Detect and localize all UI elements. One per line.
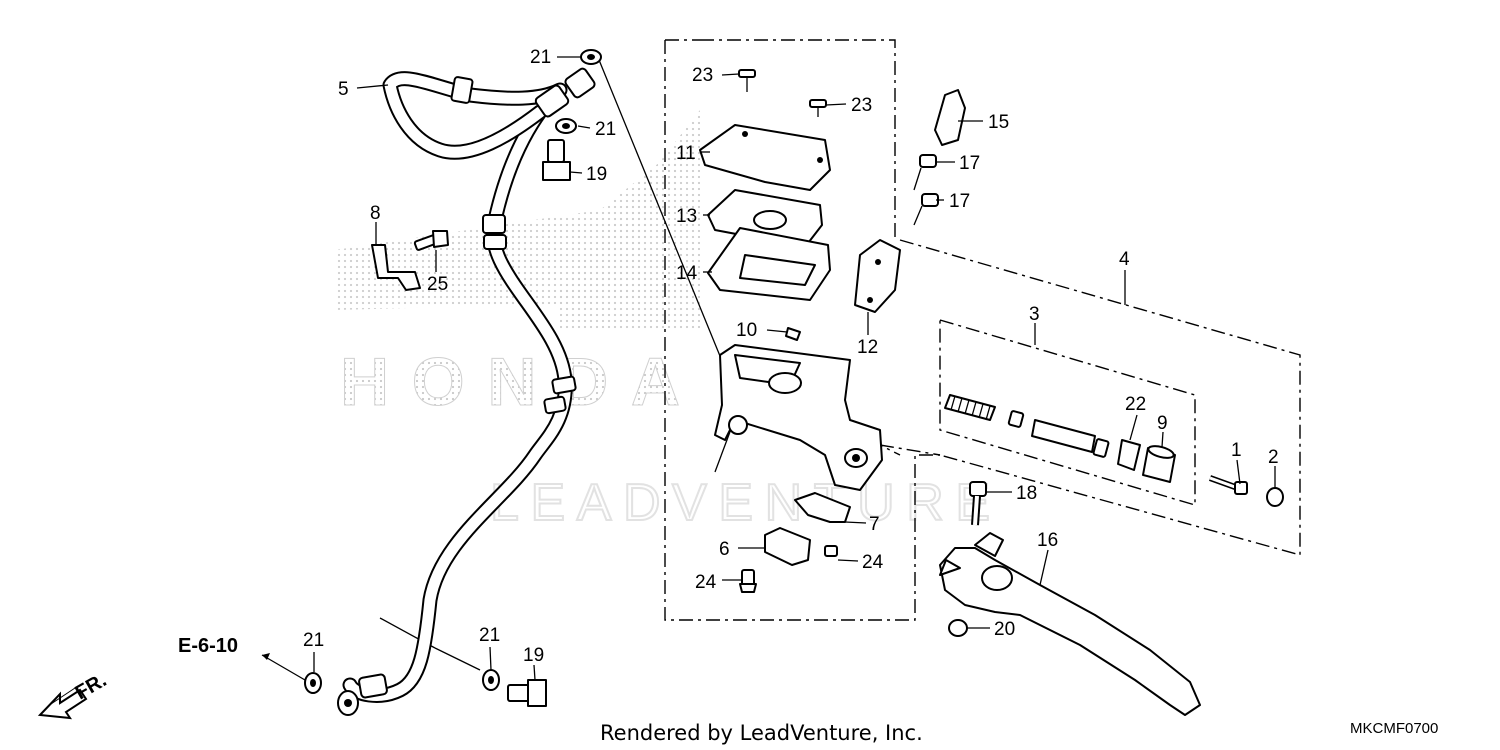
lever-holder xyxy=(854,89,966,313)
label-15: 15 xyxy=(988,112,1009,133)
label-19a: 19 xyxy=(586,164,607,185)
pivot-pin xyxy=(1208,475,1284,507)
label-24a: 24 xyxy=(695,572,717,593)
label-1: 1 xyxy=(1231,440,1242,461)
master-cylinder-body xyxy=(714,344,883,491)
label-9: 9 xyxy=(1157,413,1168,434)
label-21d: 21 xyxy=(479,625,500,646)
label-16: 16 xyxy=(1037,530,1058,551)
label-4: 4 xyxy=(1119,249,1130,270)
label-5: 5 xyxy=(338,79,349,100)
label-12: 12 xyxy=(857,337,878,358)
label-11: 11 xyxy=(676,143,696,164)
label-19b: 19 xyxy=(523,645,544,666)
brake-hose xyxy=(337,67,596,716)
label-21c: 21 xyxy=(303,630,324,651)
label-10: 10 xyxy=(736,320,757,341)
diagram-code: MKCMF0700 xyxy=(1350,720,1438,737)
label-20: 20 xyxy=(994,619,1015,640)
label-6: 6 xyxy=(719,539,730,560)
piston-set xyxy=(944,394,1176,483)
honda-watermark-text: HONDA xyxy=(340,344,680,420)
label-24b: 24 xyxy=(862,552,884,573)
label-3: 3 xyxy=(1029,304,1040,325)
label-21a: 21 xyxy=(530,47,551,68)
label-14: 14 xyxy=(676,263,698,284)
brake-switch xyxy=(739,492,851,593)
label-2: 2 xyxy=(1268,447,1279,468)
label-17a: 17 xyxy=(959,153,980,174)
reference-arrow-icon xyxy=(262,653,270,660)
label-25: 25 xyxy=(427,274,448,295)
label-21b: 21 xyxy=(595,119,616,140)
footer-credit: Rendered by LeadVenture, Inc. xyxy=(600,721,923,745)
pivot-bolt xyxy=(948,481,987,637)
reservoir-cover xyxy=(699,124,831,301)
label-23b: 23 xyxy=(851,95,872,116)
leader-lines xyxy=(261,56,1276,681)
label-13: 13 xyxy=(676,206,697,227)
front-direction-icon xyxy=(37,685,88,720)
banjo-bolts xyxy=(507,139,571,707)
label-17b: 17 xyxy=(949,191,970,212)
label-18: 18 xyxy=(1016,483,1037,504)
section-reference: E-6-10 xyxy=(178,635,238,657)
label-7: 7 xyxy=(869,514,880,535)
assembly-outlines xyxy=(664,39,1301,621)
brake-lever xyxy=(939,532,1201,716)
label-8: 8 xyxy=(370,203,381,224)
label-23a: 23 xyxy=(692,65,713,86)
screws xyxy=(738,69,827,341)
part-labels: 1 2 3 4 5 6 7 8 9 10 11 12 13 14 15 16 1… xyxy=(303,47,1279,666)
label-22: 22 xyxy=(1125,394,1146,415)
hose-clamp xyxy=(371,230,449,291)
